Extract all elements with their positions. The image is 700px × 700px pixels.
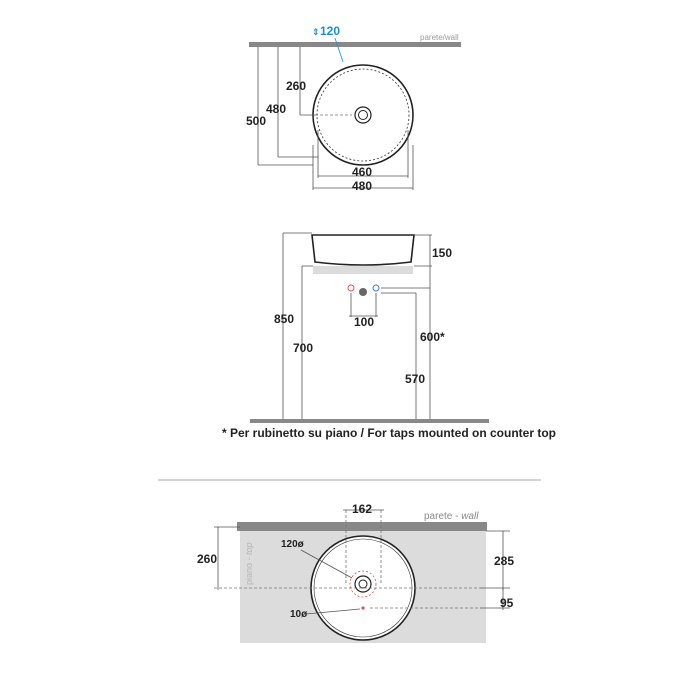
wall-bar-plan [237, 522, 487, 531]
dim-162: 162 [352, 502, 372, 516]
pipe-diameter-label: 120 [320, 24, 340, 38]
hole-10-marker [361, 606, 365, 610]
hot-water-connection-icon [347, 284, 355, 292]
top-view: parete/wall ⇕ 120 260 480 500 460 480 [246, 24, 461, 193]
piano-label: piano - top [244, 542, 254, 585]
plan-view: parete - wall piano - top 162 260 285 95… [197, 502, 514, 643]
dim-285: 285 [494, 554, 514, 568]
label-10-diameter: 10ø [290, 609, 308, 620]
cutout-120-dashed [349, 570, 377, 598]
dim-100: 100 [354, 315, 374, 329]
dim-480-horizontal: 480 [352, 179, 372, 193]
dim-570: 570 [405, 372, 425, 386]
dim-480-vertical: 480 [266, 102, 286, 116]
dim-460: 460 [352, 165, 372, 179]
cold-water-connection-icon [372, 284, 380, 292]
dim-600: 600* [420, 330, 445, 344]
drain-plan-inner [358, 579, 368, 589]
dim-260-top: 260 [286, 79, 306, 93]
wall-bar [249, 42, 461, 47]
floor-bar [250, 419, 489, 423]
counter-slab [313, 266, 413, 274]
footnote: * Per rubinetto su piano / For taps moun… [222, 426, 556, 440]
wall-label: parete/wall [420, 33, 459, 42]
drain-outer [354, 106, 372, 124]
dim-850: 850 [274, 312, 294, 326]
dim-150: 150 [432, 246, 452, 260]
dim-700: 700 [293, 341, 313, 355]
label-120-diameter: 120ø [281, 539, 305, 550]
drain-plan-outer [354, 575, 372, 593]
pipe-arrow-icon: ⇕ [312, 27, 320, 37]
dim-260-plan: 260 [197, 552, 217, 566]
drain-inner [358, 110, 368, 120]
side-view: 150 850 700 100 600* 570 * Per rubinetto… [222, 232, 556, 440]
wall-label-plan: parete - wall [424, 511, 479, 522]
dim-500: 500 [246, 114, 266, 128]
dim-95: 95 [500, 596, 514, 610]
basin-side-profile [311, 234, 415, 266]
waste-connection-icon [359, 288, 367, 296]
